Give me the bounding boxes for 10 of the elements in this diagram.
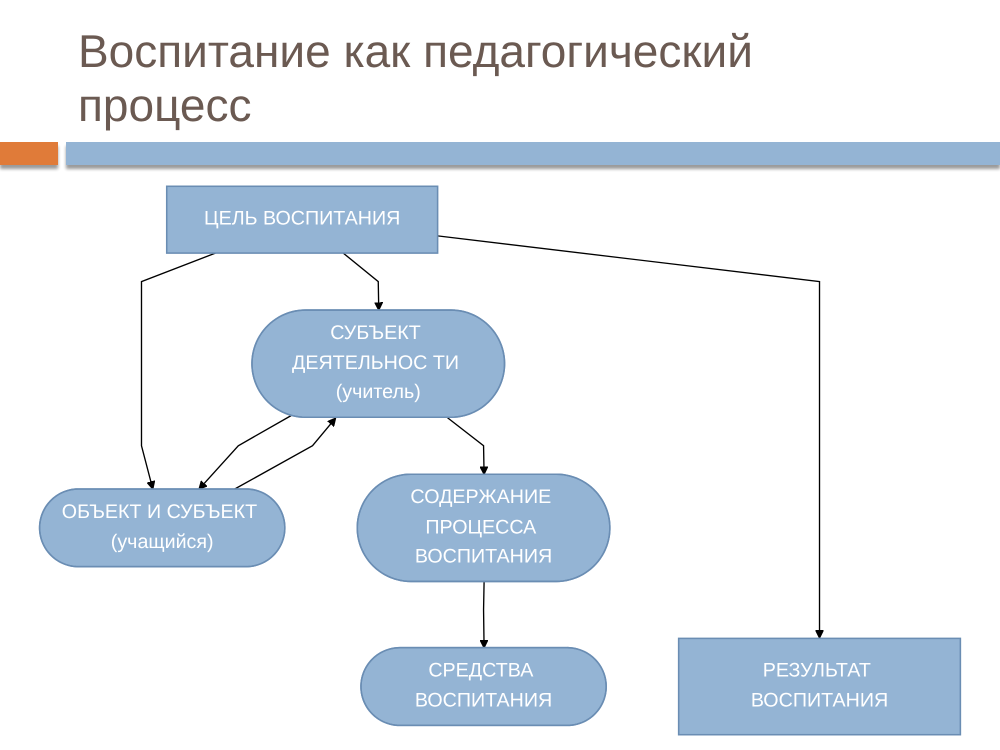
arrow [342, 252, 384, 311]
arrow [234, 417, 336, 490]
arrow [447, 417, 488, 476]
slide-title: Воспитание как педагогический процесс [78, 24, 754, 132]
node-box: РЕЗУЛЬТАТ ВОСПИТАНИЯ [678, 638, 962, 736]
arrow [198, 415, 292, 490]
arrow [438, 235, 824, 639]
arrow [140, 252, 216, 490]
arrow [479, 582, 489, 649]
node-box: ЦЕЛЬ ВОСПИТАНИЯ [166, 186, 438, 254]
